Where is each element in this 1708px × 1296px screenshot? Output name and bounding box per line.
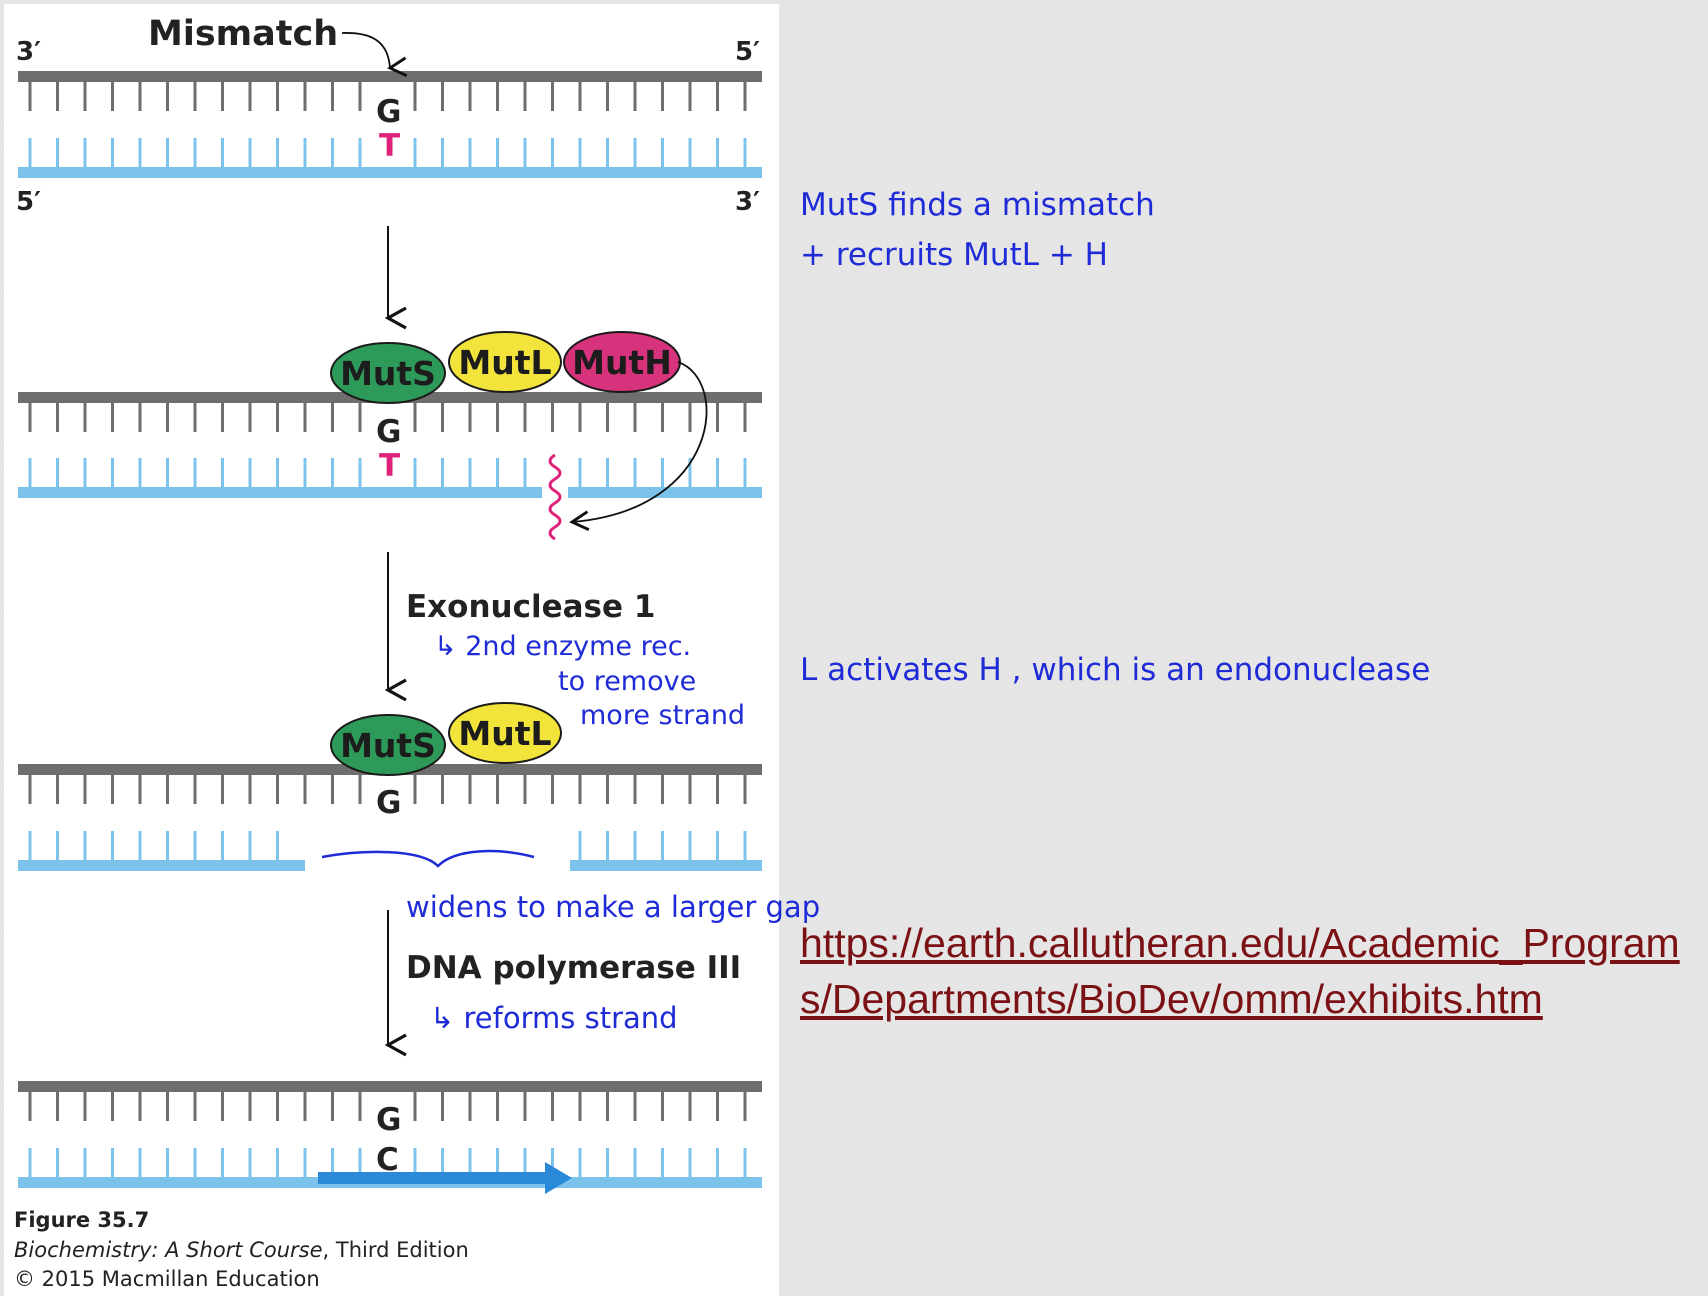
- daughter-strand: [18, 487, 542, 498]
- svg-text:MutS: MutS: [340, 354, 436, 393]
- svg-text:MutH: MutH: [572, 343, 672, 382]
- figure-panel: [4, 4, 779, 1296]
- base-c-repaired: C: [376, 1142, 399, 1178]
- note-second-enzyme: ↳ 2nd enzyme rec.: [434, 631, 691, 662]
- template-strand: [18, 1081, 762, 1092]
- gap-brace-icon: [321, 849, 535, 868]
- excised-strand-icon: [548, 453, 562, 541]
- base-g: G: [376, 94, 401, 130]
- strand-end-label: 5′: [16, 187, 41, 217]
- caption-figure-number: Figure 35.7: [14, 1208, 149, 1232]
- note-l-activates: L activates H , which is an endonuclease: [800, 652, 1430, 688]
- caption-book-line: Biochemistry: A Short Course, Third Edit…: [14, 1238, 469, 1262]
- daughter-strand: [568, 487, 762, 498]
- mismatch-label: Mismatch: [148, 14, 338, 54]
- template-strand: [18, 71, 762, 82]
- note-muts-finds: MutS finds a mismatch: [800, 187, 1155, 223]
- protein-muts: MutS: [330, 342, 446, 404]
- note-more-strand: more strand: [580, 700, 745, 731]
- note-recruits: + recruits MutL + H: [800, 237, 1108, 273]
- muth-nick-arrow: [569, 361, 708, 531]
- note-reforms: ↳ reforms strand: [430, 1001, 678, 1035]
- step-label-polymerase: DNA polymerase III: [406, 950, 741, 986]
- step-label-exonuclease: Exonuclease 1: [406, 589, 655, 625]
- mismatch-pointer-arrow: [341, 32, 408, 78]
- caption-copyright: © 2015 Macmillan Education: [14, 1267, 320, 1291]
- protein-muts: MutS: [330, 714, 446, 776]
- svg-text:MutS: MutS: [340, 726, 436, 765]
- protein-mutl: MutL: [448, 331, 562, 393]
- base-g: G: [376, 414, 401, 450]
- note-to-remove: to remove: [558, 666, 696, 697]
- note-widens: widens to make a larger gap: [406, 890, 820, 924]
- base-t-mismatch: T: [379, 448, 400, 484]
- protein-muth: MutH: [563, 331, 681, 393]
- svg-text:MutL: MutL: [458, 343, 551, 382]
- protein-mutl: MutL: [448, 702, 562, 764]
- svg-text:MutL: MutL: [458, 714, 551, 753]
- base-t-mismatch: T: [379, 128, 400, 164]
- source-url-link[interactable]: https://earth.callutheran.edu/Academic_P…: [800, 920, 1680, 1022]
- new-synthesis-arrowhead: [545, 1162, 572, 1194]
- base-g: G: [376, 785, 401, 821]
- daughter-strand: [18, 860, 305, 871]
- strand-end-label: 3′: [735, 187, 760, 217]
- strand-end-label: 3′: [16, 37, 41, 67]
- strand-end-label: 5′: [735, 37, 760, 67]
- daughter-strand: [18, 167, 762, 178]
- daughter-strand: [570, 860, 762, 871]
- base-g: G: [376, 1102, 401, 1138]
- new-synthesis-bar: [318, 1172, 548, 1184]
